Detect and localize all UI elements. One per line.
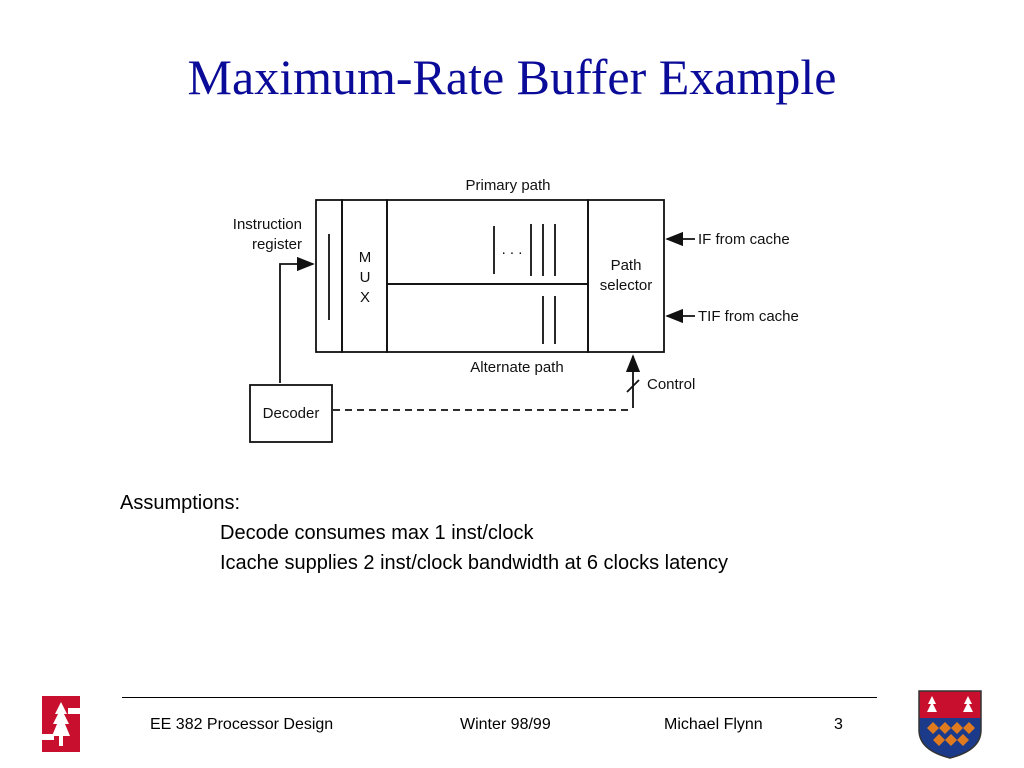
if-from-cache-label: IF from cache [698, 231, 790, 248]
decoder-label: Decoder [263, 405, 320, 422]
path-selector-box [587, 199, 665, 353]
school-shield-logo-icon [918, 690, 982, 759]
primary-path-buffer [386, 199, 589, 285]
control-label: Control [647, 376, 695, 393]
instruction-register-label-line2: register [252, 236, 302, 253]
footer-term: Winter 98/99 [460, 716, 551, 733]
mux-letter-u: U [360, 269, 371, 286]
control-slash [626, 379, 640, 393]
primary-path-label: Primary path [465, 177, 550, 194]
path-selector-label-line2: selector [600, 277, 653, 294]
slide-title: Maximum-Rate Buffer Example [187, 49, 837, 105]
footer-divider [122, 697, 877, 698]
tif-from-cache-label: TIF from cache [698, 308, 799, 325]
footer-page-number: 3 [834, 716, 843, 733]
alternate-path-buffer [386, 283, 589, 353]
footer-author: Michael Flynn [664, 716, 763, 733]
alternate-path-label: Alternate path [470, 359, 563, 376]
decoder-to-register-arrow [279, 256, 315, 383]
assumption-item: Decode consumes max 1 inst/clock [220, 522, 534, 544]
mux-letter-m: M [359, 249, 372, 266]
ellipsis: . . . [502, 241, 523, 258]
stanford-tree-logo-icon [42, 696, 80, 752]
decoder-box [249, 384, 333, 443]
assumption-item: Icache supplies 2 inst/clock bandwidth a… [220, 552, 729, 574]
instruction-register-label-line1: Instruction [233, 216, 302, 233]
footer-course: EE 382 Processor Design [150, 716, 334, 733]
mux-letter-x: X [360, 289, 370, 306]
path-selector-label-line1: Path [611, 257, 642, 274]
assumptions-block: Assumptions: Decode consumes max 1 inst/… [120, 488, 728, 578]
assumptions-heading: Assumptions: [120, 492, 241, 514]
